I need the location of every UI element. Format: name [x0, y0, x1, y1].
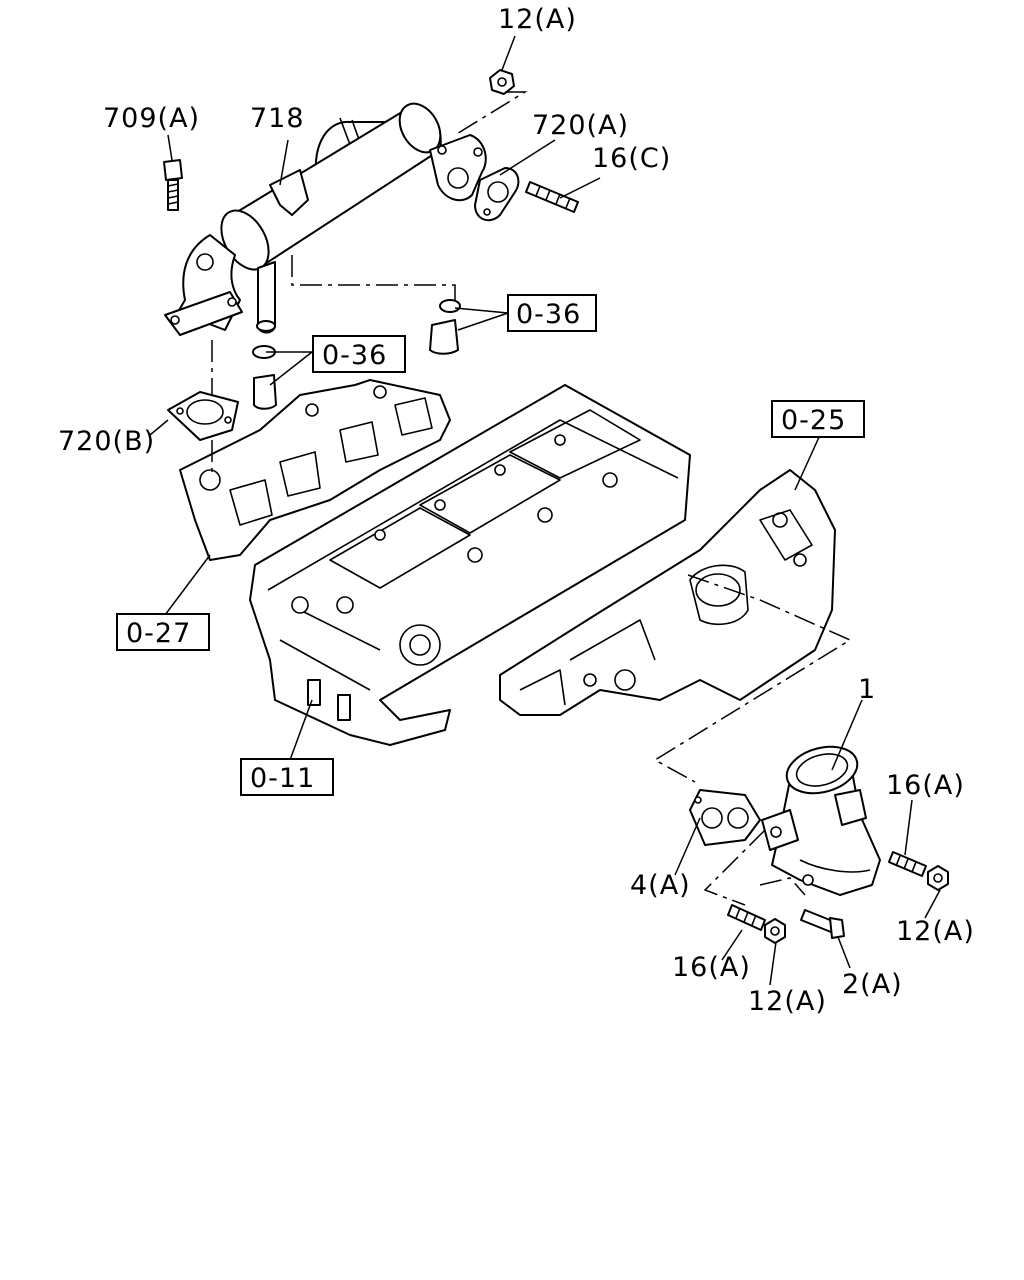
label-709a: 709(A)	[103, 103, 200, 134]
gasket-720a	[474, 167, 520, 222]
alignment-lines	[211, 91, 852, 906]
label-720b: 720(B)	[58, 426, 155, 457]
nut-12a-top	[489, 69, 515, 95]
part-labels: 12(A) 709(A) 718 720(A) 16(C) 720(B) 1 1…	[58, 4, 975, 1017]
stud-16c	[525, 181, 579, 213]
reference-box-0-36-right: 0-36	[507, 294, 597, 332]
ref-0-25: 0-25	[781, 405, 846, 436]
label-12a-top: 12(A)	[498, 4, 577, 35]
gasket-720b	[167, 391, 239, 441]
reference-box-0-25: 0-25	[771, 400, 865, 438]
hose-clamp-set-lower	[252, 345, 277, 410]
label-12a-right: 12(A)	[896, 916, 975, 947]
label-16c: 16(C)	[592, 143, 671, 174]
label-1: 1	[858, 674, 876, 705]
ref-0-36-left: 0-36	[322, 340, 387, 371]
ref-0-36-right: 0-36	[516, 299, 581, 330]
gasket-4a	[689, 789, 761, 846]
ref-0-27: 0-27	[126, 618, 191, 649]
label-16a-right: 16(A)	[886, 770, 965, 801]
reference-box-0-36-left: 0-36	[312, 335, 406, 373]
cylinder-head	[249, 384, 691, 746]
label-2a: 2(A)	[842, 969, 903, 1000]
leader-lines	[149, 35, 941, 986]
hose-clamp-set-upper	[429, 299, 461, 355]
label-16a-bottom: 16(A)	[672, 952, 751, 983]
stud-16a-bottom	[727, 904, 766, 931]
egr-cooler-718	[164, 102, 487, 336]
label-720a: 720(A)	[532, 110, 629, 141]
label-12a-bottom: 12(A)	[748, 986, 827, 1017]
label-718: 718	[250, 103, 305, 134]
reference-box-0-11: 0-11	[240, 758, 334, 796]
bolt-2a	[800, 909, 845, 939]
nut-12a-right	[927, 865, 949, 891]
water-outlet-housing-1	[761, 745, 881, 896]
label-4a: 4(A)	[630, 870, 691, 901]
exhaust-manifold	[179, 379, 451, 561]
intake-manifold	[499, 469, 836, 716]
bolt-709a	[163, 159, 183, 211]
ref-0-11: 0-11	[250, 763, 315, 794]
stud-16a-right	[888, 851, 927, 877]
nut-12a-bottom	[764, 918, 786, 944]
reference-box-0-27: 0-27	[116, 613, 210, 651]
